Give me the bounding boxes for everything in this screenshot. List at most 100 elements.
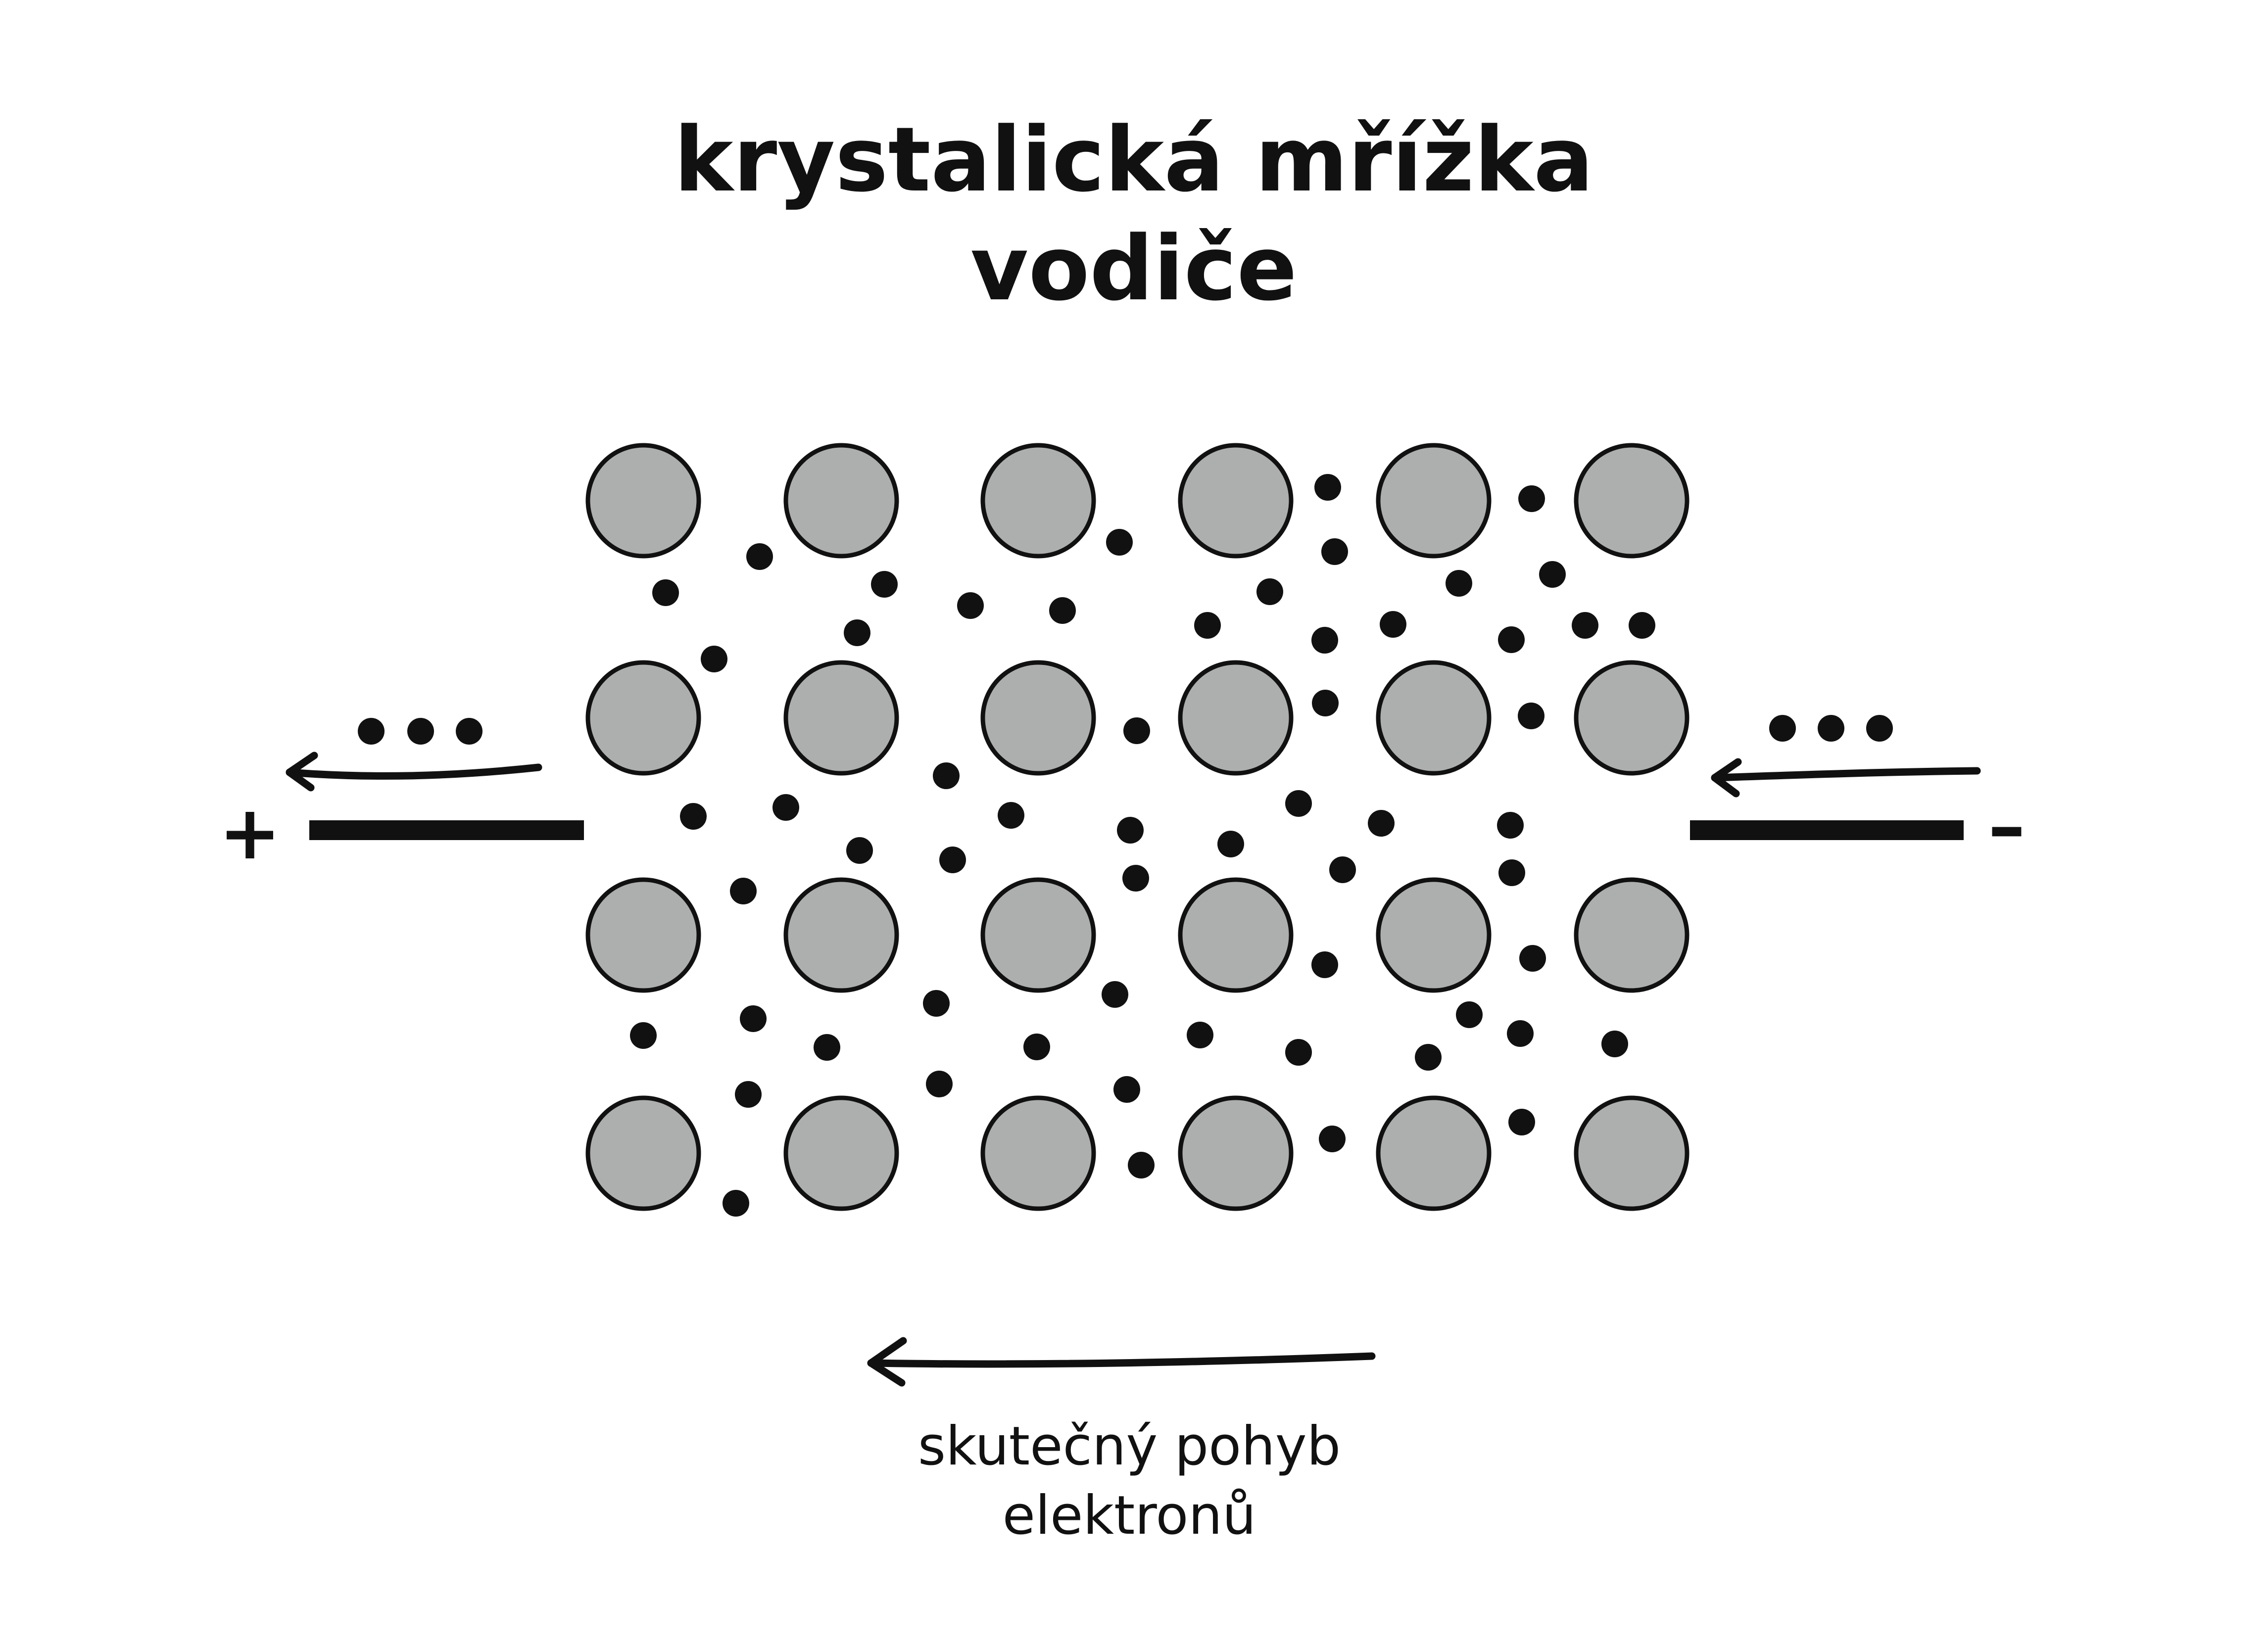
free-electron <box>1285 790 1312 817</box>
free-electron <box>926 1071 953 1097</box>
lattice-ion <box>1178 660 1294 776</box>
lattice-ion <box>1376 1095 1492 1211</box>
lattice-ion <box>1574 443 1689 559</box>
free-electron <box>1113 1076 1140 1103</box>
lattice-ion <box>980 877 1096 993</box>
lattice-ion <box>1178 443 1294 559</box>
free-electron <box>1217 831 1244 857</box>
lattice-ion <box>980 660 1096 776</box>
lattice-ion <box>1574 877 1689 993</box>
actual-electron-motion <box>867 1337 1376 1387</box>
free-electron <box>933 762 960 789</box>
free-electron <box>1518 485 1545 512</box>
free-electron <box>1106 529 1133 556</box>
right-electron-flow <box>1711 715 1981 798</box>
lattice-ion <box>585 1095 701 1211</box>
free-electron <box>1321 538 1348 565</box>
free-electron <box>957 592 984 619</box>
flow-electron <box>1769 715 1796 742</box>
free-electron <box>1601 1031 1628 1057</box>
free-electron <box>630 1022 657 1049</box>
crystal-lattice <box>585 443 1689 1211</box>
free-electron <box>1311 627 1338 654</box>
free-electron <box>846 837 873 864</box>
free-electron <box>1194 612 1221 639</box>
free-electron <box>1508 1109 1535 1135</box>
free-electron <box>1102 981 1128 1008</box>
free-electron <box>701 646 727 672</box>
negative-terminal-sign: – <box>1988 784 2026 870</box>
free-electron <box>1380 611 1406 638</box>
lattice-ion <box>585 443 701 559</box>
free-electron <box>1311 951 1338 978</box>
electron-motion-arrowhead <box>867 1337 907 1387</box>
lattice-ion <box>980 1095 1096 1211</box>
free-electron <box>998 802 1024 829</box>
free-electron <box>740 1005 767 1032</box>
free-electrons <box>630 474 1655 1217</box>
free-electron <box>652 579 679 606</box>
free-electron <box>1572 612 1598 639</box>
flow-electron <box>1818 715 1844 742</box>
free-electron <box>1128 1152 1155 1178</box>
free-electron <box>939 847 966 873</box>
caption-line-1: skutečný pohyb <box>918 1415 1341 1477</box>
electron-motion-arrow <box>867 1352 1376 1368</box>
free-electron <box>1117 817 1144 844</box>
free-electron <box>1187 1022 1213 1048</box>
lattice-ion <box>1574 1095 1689 1211</box>
free-electron <box>844 619 870 646</box>
free-electron <box>1498 859 1525 886</box>
right-flow-arrowhead <box>1711 758 1742 798</box>
lattice-ion <box>1376 660 1492 776</box>
free-electron <box>1023 1034 1050 1060</box>
positive-terminal-sign: + <box>219 790 281 876</box>
flow-electron <box>407 718 434 745</box>
lattice-ion <box>585 877 701 993</box>
free-electron <box>746 543 773 570</box>
flow-electron <box>456 718 483 745</box>
free-electron <box>1497 812 1524 839</box>
right-flow-arrow <box>1711 767 1981 782</box>
lattice-ion <box>1178 877 1294 993</box>
free-electron <box>1629 612 1655 639</box>
lattice-ion <box>980 443 1096 559</box>
free-electron <box>1122 865 1149 892</box>
flow-electron <box>358 718 385 745</box>
free-electron <box>1368 810 1395 837</box>
lattice-ion <box>1376 877 1492 993</box>
free-electron <box>1507 1020 1534 1047</box>
free-electron <box>730 878 757 904</box>
free-electron <box>1049 597 1076 624</box>
free-electron <box>1319 1126 1346 1152</box>
free-electron <box>923 990 950 1017</box>
free-electron <box>1314 474 1341 501</box>
free-electron <box>772 794 799 821</box>
lattice-ion <box>783 1095 899 1211</box>
free-electron <box>871 571 898 598</box>
free-electron <box>1539 561 1566 588</box>
flow-electron <box>1866 715 1893 742</box>
free-electron <box>1312 690 1339 716</box>
left-electron-flow <box>286 718 542 792</box>
free-electron <box>1456 1001 1483 1028</box>
free-electron <box>1446 570 1472 597</box>
lattice-ion <box>1574 660 1689 776</box>
free-electron <box>723 1190 749 1217</box>
free-electron <box>1329 856 1356 883</box>
free-electron <box>1256 578 1283 605</box>
free-electron <box>1498 626 1525 653</box>
free-electron <box>1285 1039 1312 1066</box>
free-electron <box>680 803 707 830</box>
lattice-ion <box>1376 443 1492 559</box>
free-electron <box>735 1081 762 1108</box>
free-electron <box>814 1034 840 1061</box>
title-line-1: krystalická mřížka <box>674 108 1593 212</box>
lattice-ion <box>783 443 899 559</box>
caption-line-2: elektronů <box>1003 1485 1256 1547</box>
left-flow-arrowhead <box>286 752 318 792</box>
lattice-ion <box>585 660 701 776</box>
left-flow-arrow <box>286 763 542 780</box>
free-electron <box>1518 703 1544 729</box>
